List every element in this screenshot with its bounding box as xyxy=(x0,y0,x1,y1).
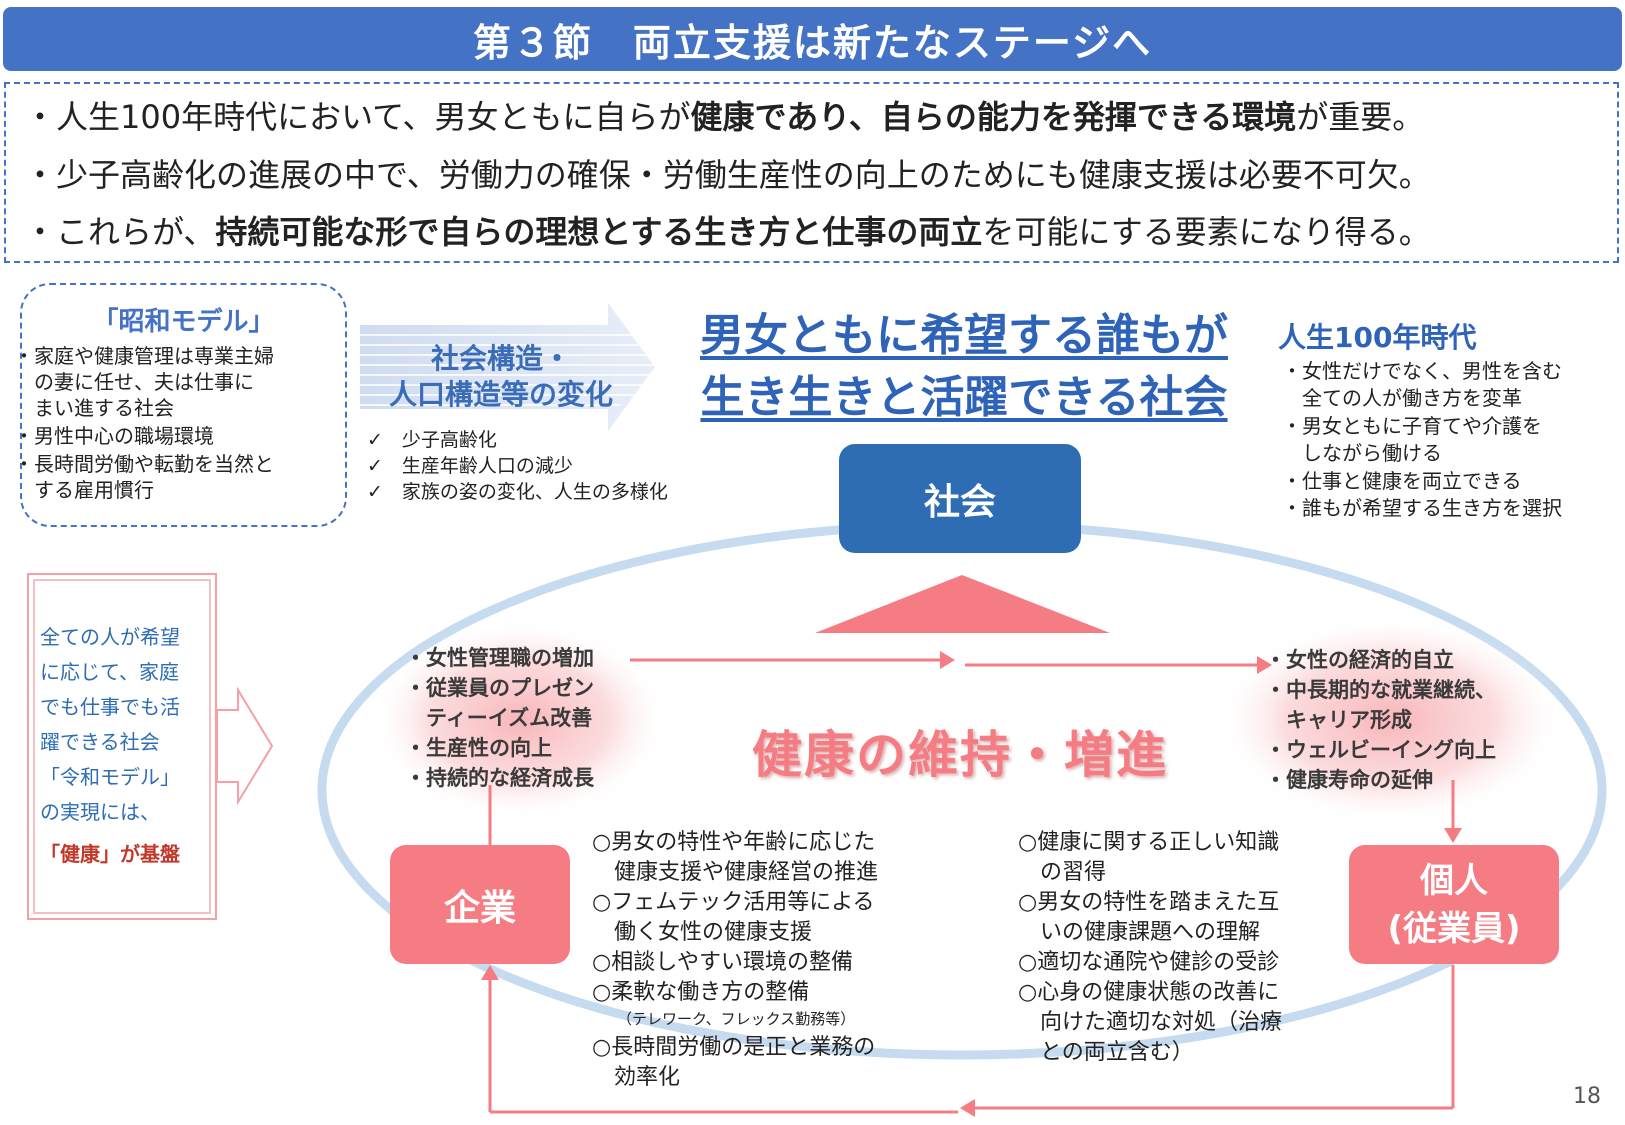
person-measure-item: の習得 xyxy=(1018,860,1107,885)
person-node-line-1: 個人 xyxy=(1420,860,1488,901)
shift-label-1: 社会構造・ xyxy=(430,342,571,375)
reiwa-line: 躍できる社会 xyxy=(40,730,160,754)
showa-item: する雇用慣行 xyxy=(14,478,154,502)
era-title: 人生100年時代 xyxy=(1278,321,1477,354)
person-measure-item: ○健康に関する正しい知識 xyxy=(1018,830,1280,855)
company-measure-note: （テレワーク、フレックス勤務等） xyxy=(617,1010,856,1028)
showa-item: ・長時間労働や転勤を当然と xyxy=(14,452,274,476)
shift-check-item: ✓ 生産年齢人口の減少 xyxy=(367,455,573,477)
person-measure-item: ○適切な通院や健診の受診 xyxy=(1018,950,1280,975)
company-effect-item: ・生産性の向上 xyxy=(405,736,552,760)
page-number: 18 xyxy=(1573,1084,1601,1109)
reiwa-line: 全ての人が希望 xyxy=(40,625,180,649)
shift-check-item: ✓ 家族の姿の変化、人生の多様化 xyxy=(367,481,668,503)
shift-arrow xyxy=(360,303,655,431)
person-node: 個人 (従業員) xyxy=(1349,845,1559,964)
showa-model-box: 「昭和モデル」 xyxy=(20,283,347,527)
company-measure-item: 効率化 xyxy=(592,1065,681,1090)
person-effect-item: ・ウェルビーイング向上 xyxy=(1265,738,1496,762)
intro-line-3-post: を可能にする要素になり得る。 xyxy=(982,213,1431,251)
goal-line-1: 男女ともに希望する誰もが xyxy=(700,310,1228,361)
company-measure-item: ○長時間労働の是正と業務の xyxy=(592,1035,876,1060)
company-measure-item: ○フェムテック活用等による xyxy=(592,890,875,915)
person-effect-item: ・女性の経済的自立 xyxy=(1265,648,1454,672)
person-measure-item: いの健康課題への理解 xyxy=(1018,920,1261,945)
reiwa-arrow xyxy=(216,686,274,806)
era-item: ・男女ともに子育てや介護を xyxy=(1282,414,1542,438)
person-effects-glow xyxy=(1215,615,1565,825)
company-measure-item: ○相談しやすい環境の整備 xyxy=(592,950,853,975)
goal-line-2: 生き生きと活躍できる社会 xyxy=(700,372,1228,423)
intro-line-1-post: が重要。 xyxy=(1296,98,1425,136)
reiwa-line: でも仕事でも活 xyxy=(40,695,180,719)
person-measure-item: ○男女の特性を踏まえた互 xyxy=(1018,890,1280,915)
person-measure-item: ○心身の健康状態の改善に xyxy=(1018,980,1280,1005)
rise-triangle xyxy=(815,575,1110,633)
person-effect-item: ・健康寿命の延伸 xyxy=(1265,768,1433,792)
reiwa-base: 「健康」が基盤 xyxy=(40,842,180,866)
era-item: ・女性だけでなく、男性を含む xyxy=(1282,359,1562,383)
person-measure-item: 向けた適切な対処（治療 xyxy=(1018,1010,1283,1035)
company-effect-item: ティーイズム改善 xyxy=(405,706,593,730)
company-measure-item: 健康支援や健康経営の推進 xyxy=(592,860,879,885)
showa-item: ・男性中心の職場環境 xyxy=(14,424,214,448)
company-effect-item: ・女性管理職の増加 xyxy=(405,646,594,670)
company-measure-item: 働く女性の健康支援 xyxy=(592,920,813,945)
showa-item: まい進する社会 xyxy=(14,396,174,420)
intro-line-2: ・少子高齢化の進展の中で、労働力の確保・労働生産性の向上のためにも健康支援は必要… xyxy=(24,156,1431,194)
showa-model-title: 「昭和モデル」 xyxy=(92,307,275,337)
person-node-line-2: (従業員) xyxy=(1387,908,1521,949)
person-measure-item: との両立含む） xyxy=(1018,1040,1194,1065)
reiwa-line: の実現には、 xyxy=(40,800,160,824)
society-node: 社会 xyxy=(839,444,1081,553)
person-effect-item: ・中長期的な就業継続、 xyxy=(1265,678,1496,702)
company-effect-item: ・従業員のプレゼン xyxy=(405,676,594,700)
intro-line-3-pre: ・これらが、 xyxy=(24,213,216,251)
era-item: ・仕事と健康を両立できる xyxy=(1282,469,1522,493)
intro-line-1-pre: ・人生100年時代において、男女ともに自らが xyxy=(24,98,691,136)
reiwa-line: 「令和モデル」 xyxy=(40,765,180,789)
company-effect-item: ・持続的な経済成長 xyxy=(405,766,594,790)
intro-line-3-bold: 持続可能な形で自らの理想とする生き方と仕事の両立 xyxy=(215,213,983,251)
shift-label-2: 人口構造等の変化 xyxy=(388,378,613,411)
center-theme: 健康の維持・増進 xyxy=(752,726,1168,784)
company-measure-item: ○柔軟な働き方の整備 xyxy=(592,980,810,1005)
intro-line-1-bold: 健康であり、自らの能力を発揮できる環境 xyxy=(690,98,1297,136)
reiwa-model-box xyxy=(27,573,217,920)
era-item: ・誰もが希望する生き方を選択 xyxy=(1282,496,1562,520)
showa-item: ・家庭や健康管理は専業主婦 xyxy=(14,344,274,368)
company-effects-glow xyxy=(370,620,670,820)
era-item: しながら働ける xyxy=(1282,441,1442,465)
shift-check-item: ✓ 少子高齢化 xyxy=(367,429,497,451)
showa-item: の妻に任せ、夫は仕事に xyxy=(14,370,254,394)
company-node: 企業 xyxy=(390,845,570,964)
intro-line-3: ・これらが、持続可能な形で自らの理想とする生き方と仕事の両立を可能にする要素にな… xyxy=(24,207,1431,253)
era-item: 全ての人が働き方を変革 xyxy=(1282,386,1522,410)
page-title: 第３節 両立支援は新たなステージへ xyxy=(3,7,1622,71)
company-measure-item: ○男女の特性や年齢に応じた xyxy=(592,830,876,855)
reiwa-line: に応じて、家庭 xyxy=(40,660,179,684)
intro-line-1: ・人生100年時代において、男女ともに自らが健康であり、自らの能力を発揮できる環… xyxy=(24,92,1424,138)
intro-box xyxy=(4,82,1619,263)
person-effect-item: キャリア形成 xyxy=(1265,708,1412,732)
